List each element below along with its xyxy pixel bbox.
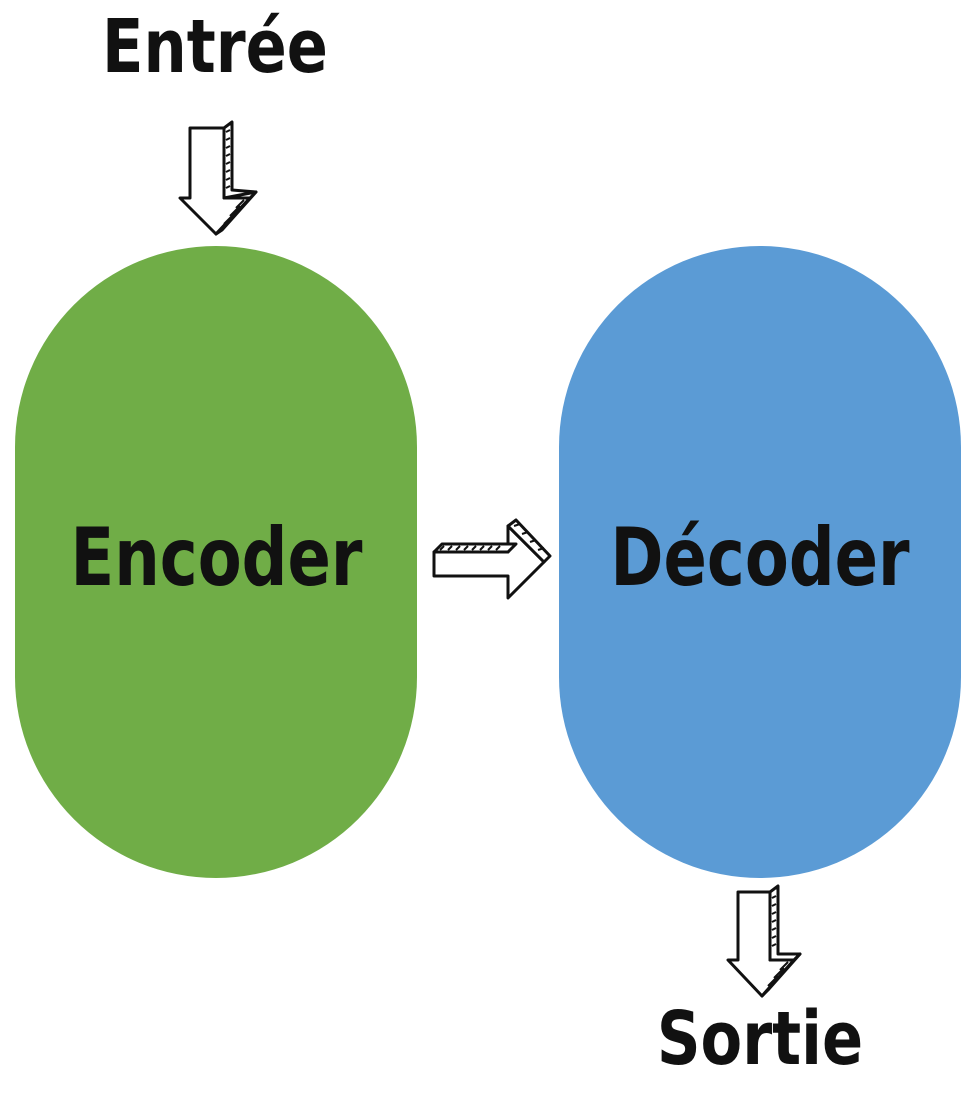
down-arrow-icon xyxy=(726,884,802,998)
decoder-label: Décoder xyxy=(610,511,910,604)
down-arrow-icon xyxy=(178,120,258,236)
input-label: Entrée xyxy=(102,4,328,90)
output-label: Sortie xyxy=(656,996,864,1082)
decoder-block: Décoder xyxy=(559,246,961,878)
encoder-block: Encoder xyxy=(15,246,417,878)
encoder-label: Encoder xyxy=(70,511,362,604)
right-arrow-icon xyxy=(432,518,552,600)
